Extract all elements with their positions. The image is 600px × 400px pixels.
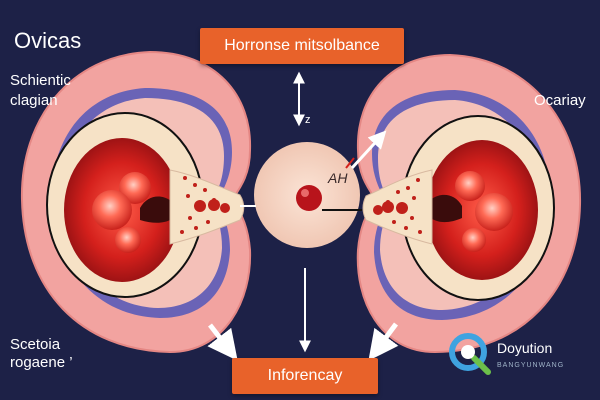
watermark-logo: [449, 333, 491, 375]
right-dark-lobe: [424, 194, 462, 223]
right-top-label: Ocariay: [534, 92, 586, 109]
center-right-arrow: [350, 130, 387, 170]
left-top-label-line-1: Schientic: [10, 72, 71, 89]
left-follicle-2: [92, 190, 132, 230]
left-dark-lobe: [140, 196, 178, 223]
right-follicle-1: [455, 171, 485, 201]
left-bottom-label-line-1: Scetoia: [10, 336, 61, 353]
center-red-cell: [296, 185, 322, 211]
right-ovary: [356, 53, 582, 354]
right-follicle-2: [475, 193, 513, 231]
left-dots: [180, 176, 230, 234]
left-duct: [169, 169, 245, 245]
right-follicle-3: [462, 228, 486, 252]
right-down-arrow: [368, 322, 399, 361]
right-dots: [373, 178, 422, 234]
left-follicle-1: [119, 172, 151, 204]
top-box: Horronse mitsolbance: [200, 28, 404, 64]
left-bottom-label-line-2: rogaene ’: [10, 354, 73, 371]
watermark-subtext: BANGYUNWANG: [497, 362, 565, 369]
watermark-text: Doyution: [497, 340, 553, 356]
center-red-cell-highlight: [301, 189, 309, 197]
red-small-arrow: [345, 157, 355, 169]
left-top-label-line-2: clagian: [10, 92, 58, 109]
bottom-box: Inforencay: [232, 358, 378, 394]
left-ovary: [20, 50, 252, 354]
center-small-label: z: [305, 114, 311, 126]
left-follicle-3: [115, 227, 141, 253]
diagram-title: Ovicas: [14, 28, 82, 53]
left-down-arrow: [207, 323, 238, 361]
center-label: AH: [328, 170, 348, 186]
